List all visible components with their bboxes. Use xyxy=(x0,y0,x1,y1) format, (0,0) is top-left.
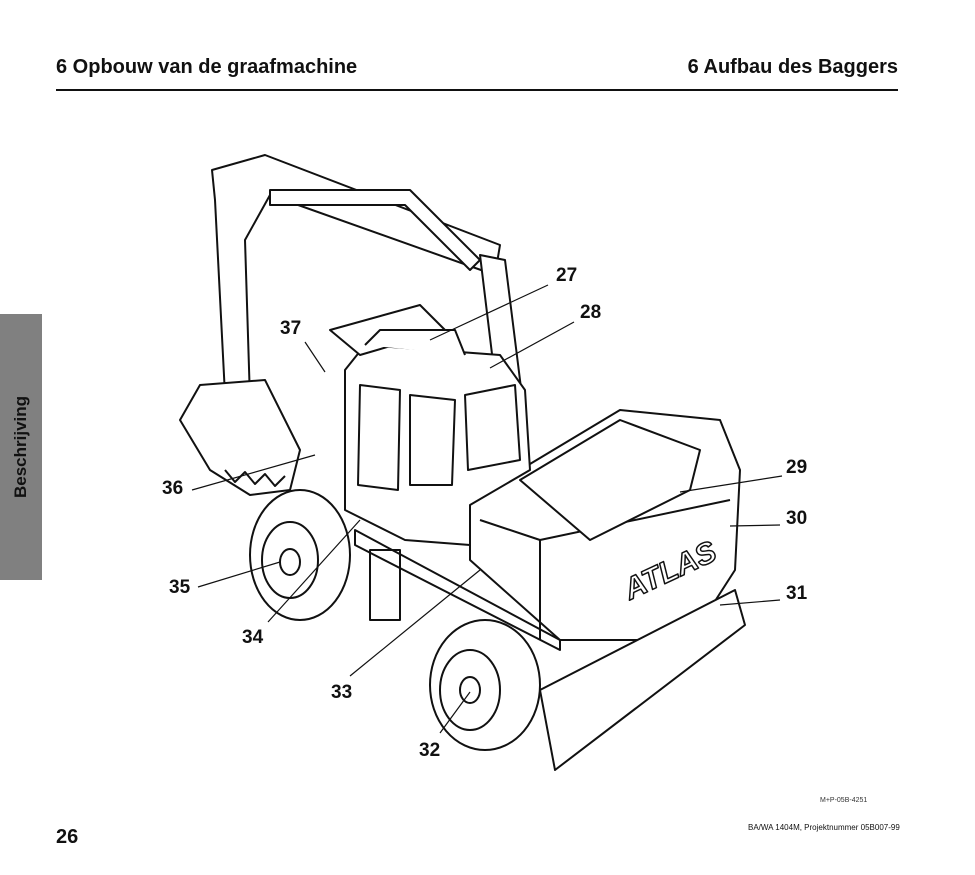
callout-34: 34 xyxy=(242,627,264,648)
callout-35: 35 xyxy=(169,577,191,598)
figure-reference: M+P-05B-4251 xyxy=(820,797,868,804)
callout-31: 31 xyxy=(786,583,808,604)
header-rule xyxy=(56,89,898,91)
section-title-dutch: 6 Opbouw van de graafmachine xyxy=(56,56,358,78)
project-number: BA/WA 1404M, Projektnummer 05B007-99 xyxy=(748,823,900,832)
callout-32: 32 xyxy=(419,740,441,761)
callout-28: 28 xyxy=(580,302,602,323)
callout-29: 29 xyxy=(786,457,808,478)
section-title-german: 6 Aufbau des Baggers xyxy=(687,56,898,78)
callout-37: 37 xyxy=(280,318,302,339)
callout-30: 30 xyxy=(786,508,808,529)
callout-33: 33 xyxy=(331,682,353,703)
callout-27: 27 xyxy=(556,265,578,286)
side-tab: Beschrijving xyxy=(0,314,42,580)
page-number: 26 xyxy=(56,826,79,848)
callout-36: 36 xyxy=(162,478,184,499)
